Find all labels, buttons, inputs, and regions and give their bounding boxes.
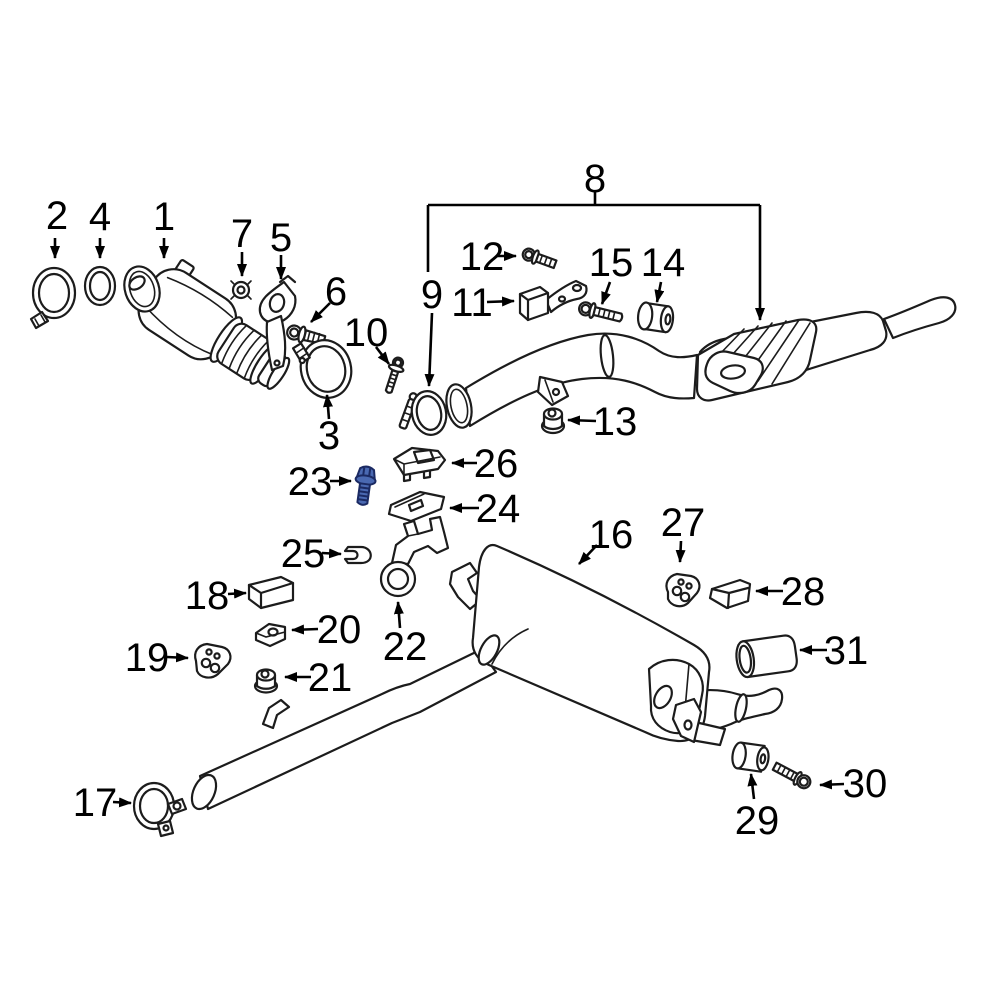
part-10-label[interactable]: 10 bbox=[344, 311, 389, 355]
part-31-drawing bbox=[735, 634, 798, 679]
part-26-label[interactable]: 26 bbox=[474, 442, 519, 486]
part-1-drawing bbox=[123, 259, 291, 390]
part-28-label[interactable]: 28 bbox=[781, 570, 826, 614]
part-11-label[interactable]: 11 bbox=[451, 281, 493, 325]
part-16-label[interactable]: 16 bbox=[589, 513, 634, 557]
part-8-bracket bbox=[426, 192, 765, 321]
part-9-arrow bbox=[424, 312, 435, 387]
callout-arrows bbox=[50, 238, 845, 808]
part-24-drawing bbox=[387, 490, 446, 523]
part-13-label[interactable]: 13 bbox=[593, 400, 638, 444]
part-31-label[interactable]: 31 bbox=[824, 629, 869, 673]
part-4-label[interactable]: 4 bbox=[89, 195, 111, 239]
rear-pipe-drawing bbox=[190, 648, 498, 811]
part-11-arrow bbox=[486, 296, 515, 307]
tailpipe-flange-drawing bbox=[671, 697, 727, 747]
part-18-label[interactable]: 18 bbox=[185, 574, 230, 618]
part-27-drawing bbox=[665, 572, 701, 608]
part-21-drawing bbox=[253, 668, 279, 694]
part-18-arrow bbox=[227, 588, 247, 599]
part-2-drawing bbox=[29, 266, 77, 330]
part-25-arrow bbox=[321, 548, 342, 559]
part-19-arrow bbox=[166, 652, 189, 663]
part-9-drawing bbox=[398, 390, 448, 436]
part-23-drawing[interactable] bbox=[352, 465, 377, 506]
part-20-arrow bbox=[291, 624, 319, 635]
part-29-drawing bbox=[731, 741, 770, 773]
part-6-arrow bbox=[310, 302, 331, 323]
part-8-label[interactable]: 8 bbox=[584, 157, 606, 201]
part-24-label[interactable]: 24 bbox=[476, 487, 521, 531]
part-22-label[interactable]: 22 bbox=[383, 625, 428, 669]
part-30-drawing bbox=[771, 761, 812, 790]
part-12-drawing bbox=[521, 247, 558, 270]
callout-labels: 2 4 1 7 5 6 10 3 8 9 12 11 15 14 13 26 2… bbox=[46, 157, 887, 843]
part-22-arrow bbox=[393, 601, 404, 629]
part-7-drawing bbox=[230, 280, 252, 300]
part-26-drawing bbox=[392, 446, 447, 483]
part-4-drawing bbox=[83, 265, 117, 307]
part-6-label[interactable]: 6 bbox=[325, 270, 347, 314]
part-10-arrow bbox=[374, 346, 391, 365]
part-25-label[interactable]: 25 bbox=[281, 532, 326, 576]
part-16-drawing bbox=[448, 544, 711, 743]
part-29-label[interactable]: 29 bbox=[735, 799, 780, 843]
part-14-arrow bbox=[654, 281, 665, 303]
part-12-label[interactable]: 12 bbox=[460, 235, 505, 279]
part-5-drawing bbox=[258, 274, 297, 372]
part-3-arrow bbox=[323, 394, 333, 420]
part-30-label[interactable]: 30 bbox=[843, 762, 888, 806]
part-17-label[interactable]: 17 bbox=[73, 781, 118, 825]
part-20-label[interactable]: 20 bbox=[317, 608, 362, 652]
part-28-drawing bbox=[708, 578, 752, 610]
part-8-drawing bbox=[445, 296, 957, 429]
part-23-label[interactable]: 23 bbox=[288, 460, 333, 504]
part-5-label[interactable]: 5 bbox=[270, 216, 292, 260]
part-30-arrow bbox=[819, 779, 845, 790]
part-19-drawing bbox=[194, 642, 232, 679]
part-13-arrow bbox=[567, 415, 597, 426]
part-11-drawing bbox=[518, 279, 588, 322]
part-19-label[interactable]: 19 bbox=[125, 636, 170, 680]
part-7-label[interactable]: 7 bbox=[231, 212, 253, 256]
part-1-label[interactable]: 1 bbox=[153, 195, 175, 239]
part-14-drawing bbox=[636, 301, 675, 334]
part-16-arrow bbox=[578, 544, 598, 565]
part-9-label[interactable]: 9 bbox=[421, 273, 443, 317]
part-17-arrow bbox=[112, 797, 132, 808]
part-10-drawing bbox=[384, 356, 405, 394]
part-25-drawing bbox=[343, 545, 372, 565]
part-15-drawing bbox=[578, 301, 624, 323]
part-27-label[interactable]: 27 bbox=[661, 501, 706, 545]
part-15-label[interactable]: 15 bbox=[589, 241, 634, 285]
part-13-drawing bbox=[540, 407, 566, 435]
part-20-drawing bbox=[254, 622, 287, 648]
part-17-drawing bbox=[132, 781, 188, 838]
part-18-drawing bbox=[247, 575, 295, 610]
part-21-label[interactable]: 21 bbox=[308, 656, 353, 700]
part-3-label[interactable]: 3 bbox=[318, 414, 340, 458]
part-14-label[interactable]: 14 bbox=[641, 241, 686, 285]
part-3-drawing bbox=[291, 339, 353, 399]
part-29-arrow bbox=[747, 773, 758, 800]
part-22-drawing bbox=[379, 515, 450, 598]
part-15-arrow bbox=[600, 281, 612, 305]
part-27-arrow bbox=[675, 540, 686, 563]
part-2-label[interactable]: 2 bbox=[46, 194, 68, 238]
